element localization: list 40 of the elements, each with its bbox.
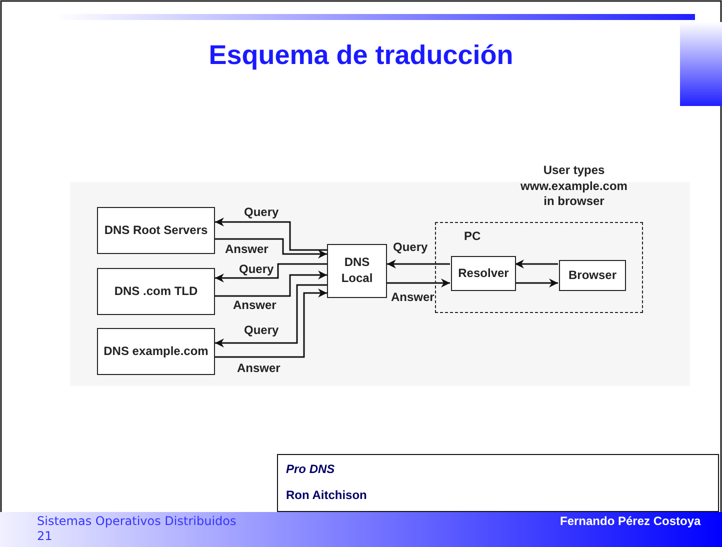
box-label: DNS Local xyxy=(340,255,374,287)
box-label: Browser xyxy=(568,268,617,284)
citation-box xyxy=(277,454,719,512)
server-box xyxy=(97,268,215,315)
server-box xyxy=(97,328,215,375)
page-number: 21 xyxy=(37,529,52,543)
note-text: User types www.example.com in browser xyxy=(520,163,628,210)
arrow xyxy=(387,260,450,268)
box-label: DNS Root Servers xyxy=(104,222,208,238)
book-title: Pro DNS xyxy=(286,462,335,478)
footer-author: Fernando Pérez Costoya xyxy=(560,514,701,528)
arrow xyxy=(215,270,327,297)
process-box xyxy=(327,244,387,298)
edge-label: Answer xyxy=(224,242,270,256)
edge-label: Query xyxy=(243,323,280,337)
edge-label: Query xyxy=(392,240,429,254)
box-label: DNS .com TLD xyxy=(114,284,198,300)
arrow xyxy=(215,238,327,258)
arrow xyxy=(215,263,327,282)
arrow xyxy=(515,260,558,268)
edge-label: Answer xyxy=(236,361,282,375)
arrow xyxy=(215,288,327,358)
arrow xyxy=(387,278,450,288)
process-box xyxy=(559,260,626,291)
edge-label: Answer xyxy=(390,290,436,304)
edge-label: Query xyxy=(238,262,275,276)
dashed-group-box xyxy=(435,222,643,313)
box-label: DNS example.com xyxy=(104,344,208,360)
footer-course: Sistemas Operativos Distribuidos xyxy=(37,514,236,528)
process-box xyxy=(451,256,516,291)
arrow xyxy=(215,284,327,348)
edge-label: Answer xyxy=(232,298,278,312)
arrow xyxy=(215,218,327,251)
edge-label: Query xyxy=(243,205,280,219)
server-box xyxy=(97,207,215,254)
slide-title: Esquema de traducción xyxy=(208,40,514,71)
box-label: Resolver xyxy=(458,266,509,282)
book-author: Ron Aitchison xyxy=(286,488,367,504)
arrow xyxy=(515,278,558,288)
group-label: PC xyxy=(464,229,481,245)
